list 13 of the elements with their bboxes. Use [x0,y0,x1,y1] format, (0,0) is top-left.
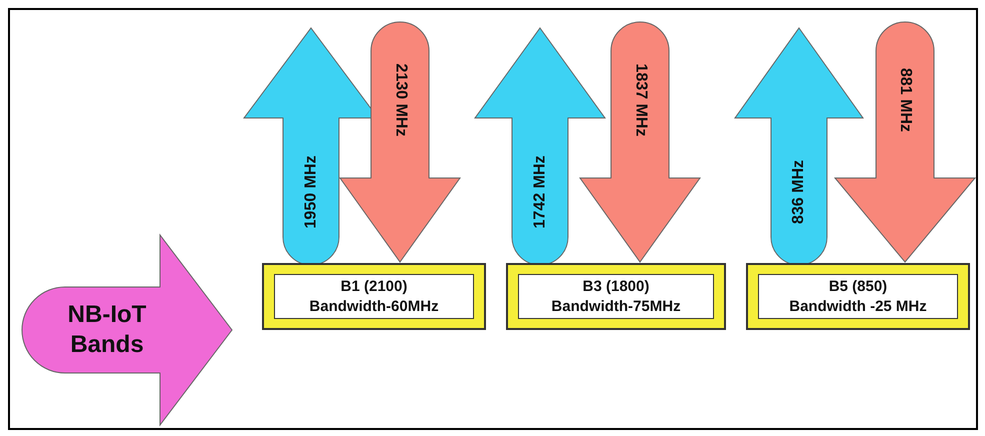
band-label: Bandwidth-75MHz [550,296,682,316]
band-label: Bandwidth -25 MHz [788,296,928,316]
band-label: B3 (1800) [582,276,650,296]
band-label: B5 (850) [828,276,888,296]
frequency-label: 2130 MHz [390,64,409,136]
band-label: B1 (2100) [340,276,408,296]
title-label: NB-IoT Bands [66,300,148,360]
frequency-label: 1742 MHz [530,155,549,228]
frequency-label: 836 MHz [790,159,808,224]
frequency-label: 881 MHz [896,68,914,132]
frequency-label: 1837 MHz [630,64,649,136]
frequency-label: 1950 MHz [302,155,320,228]
band-label: Bandwidth-60MHz [308,296,440,316]
